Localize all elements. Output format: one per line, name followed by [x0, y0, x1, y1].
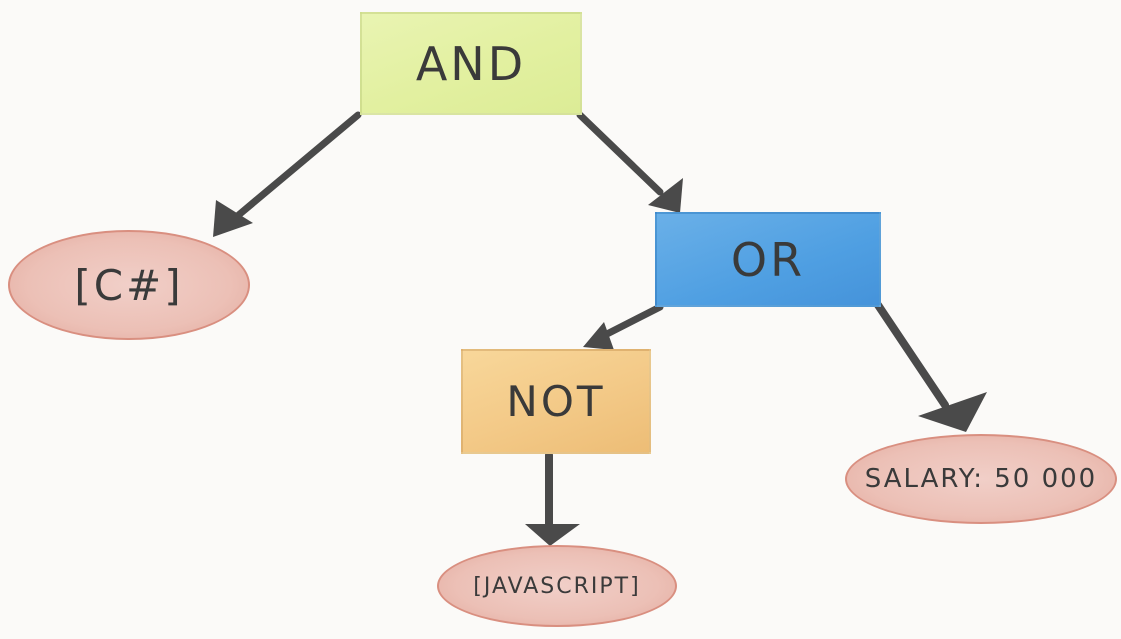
leaf-csharp: [C#] [8, 230, 250, 340]
leaf-csharp-label: [C#] [74, 260, 184, 310]
or-node-label: OR [730, 232, 806, 287]
or-node: OR [655, 212, 881, 307]
arrow-not-to-javascript [525, 451, 580, 546]
arrow-and-to-or [576, 111, 683, 213]
and-node: AND [360, 12, 582, 115]
arrow-and-to-csharp [213, 111, 362, 237]
arrow-or-to-not [583, 303, 664, 350]
leaf-salary-label: SALARY: 50 000 [864, 464, 1098, 494]
leaf-salary: SALARY: 50 000 [845, 434, 1117, 524]
leaf-javascript-label: [JAVASCRIPT] [473, 573, 641, 599]
not-node: NOT [461, 349, 651, 454]
and-node-label: AND [415, 36, 527, 91]
arrow-or-to-salary [874, 301, 987, 432]
leaf-javascript: [JAVASCRIPT] [437, 545, 677, 627]
not-node-label: NOT [506, 377, 606, 426]
